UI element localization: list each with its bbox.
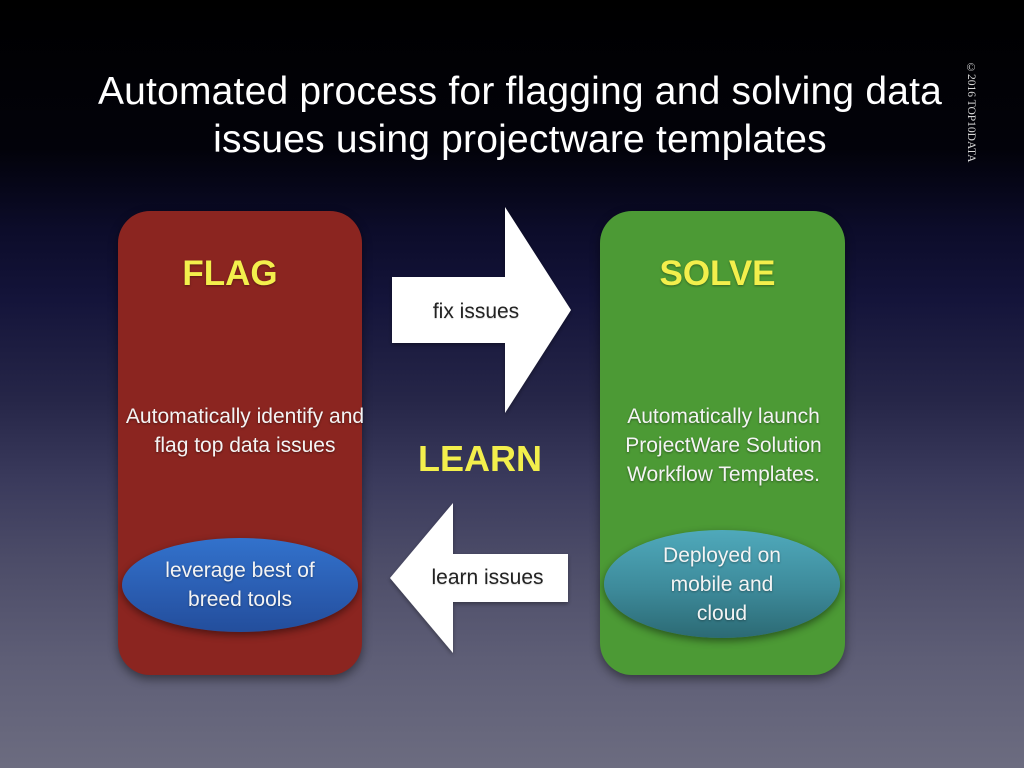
- learn-label: LEARN: [418, 438, 542, 479]
- solve-ellipse-text: Deployed on mobile and cloud: [663, 543, 781, 625]
- flag-tools-ellipse: leverage best of breed tools: [122, 538, 358, 632]
- fix-issues-arrow-icon: [392, 207, 571, 413]
- solve-heading: SOLVE: [659, 254, 776, 293]
- solve-box: SOLVE Automatically launch ProjectWare S…: [600, 211, 845, 675]
- solve-description: Automatically launch ProjectWare Solutio…: [625, 405, 822, 486]
- learn-issues-label: learn issues: [431, 566, 544, 589]
- fix-issues-label: fix issues: [432, 300, 520, 323]
- copyright-notice: ©2016 TOP10DATA: [965, 62, 977, 163]
- flag-box: FLAG Automatically identify and flag top…: [118, 211, 364, 675]
- slide-title: Automated process for flagging and solvi…: [97, 70, 943, 161]
- flag-heading: FLAG: [182, 254, 278, 293]
- solve-deploy-ellipse: Deployed on mobile and cloud: [604, 530, 840, 638]
- flag-ellipse-text: leverage best of breed tools: [165, 559, 315, 611]
- flag-description: Automatically identify and flag top data…: [125, 405, 365, 457]
- learn-issues-arrow-icon: [390, 503, 568, 653]
